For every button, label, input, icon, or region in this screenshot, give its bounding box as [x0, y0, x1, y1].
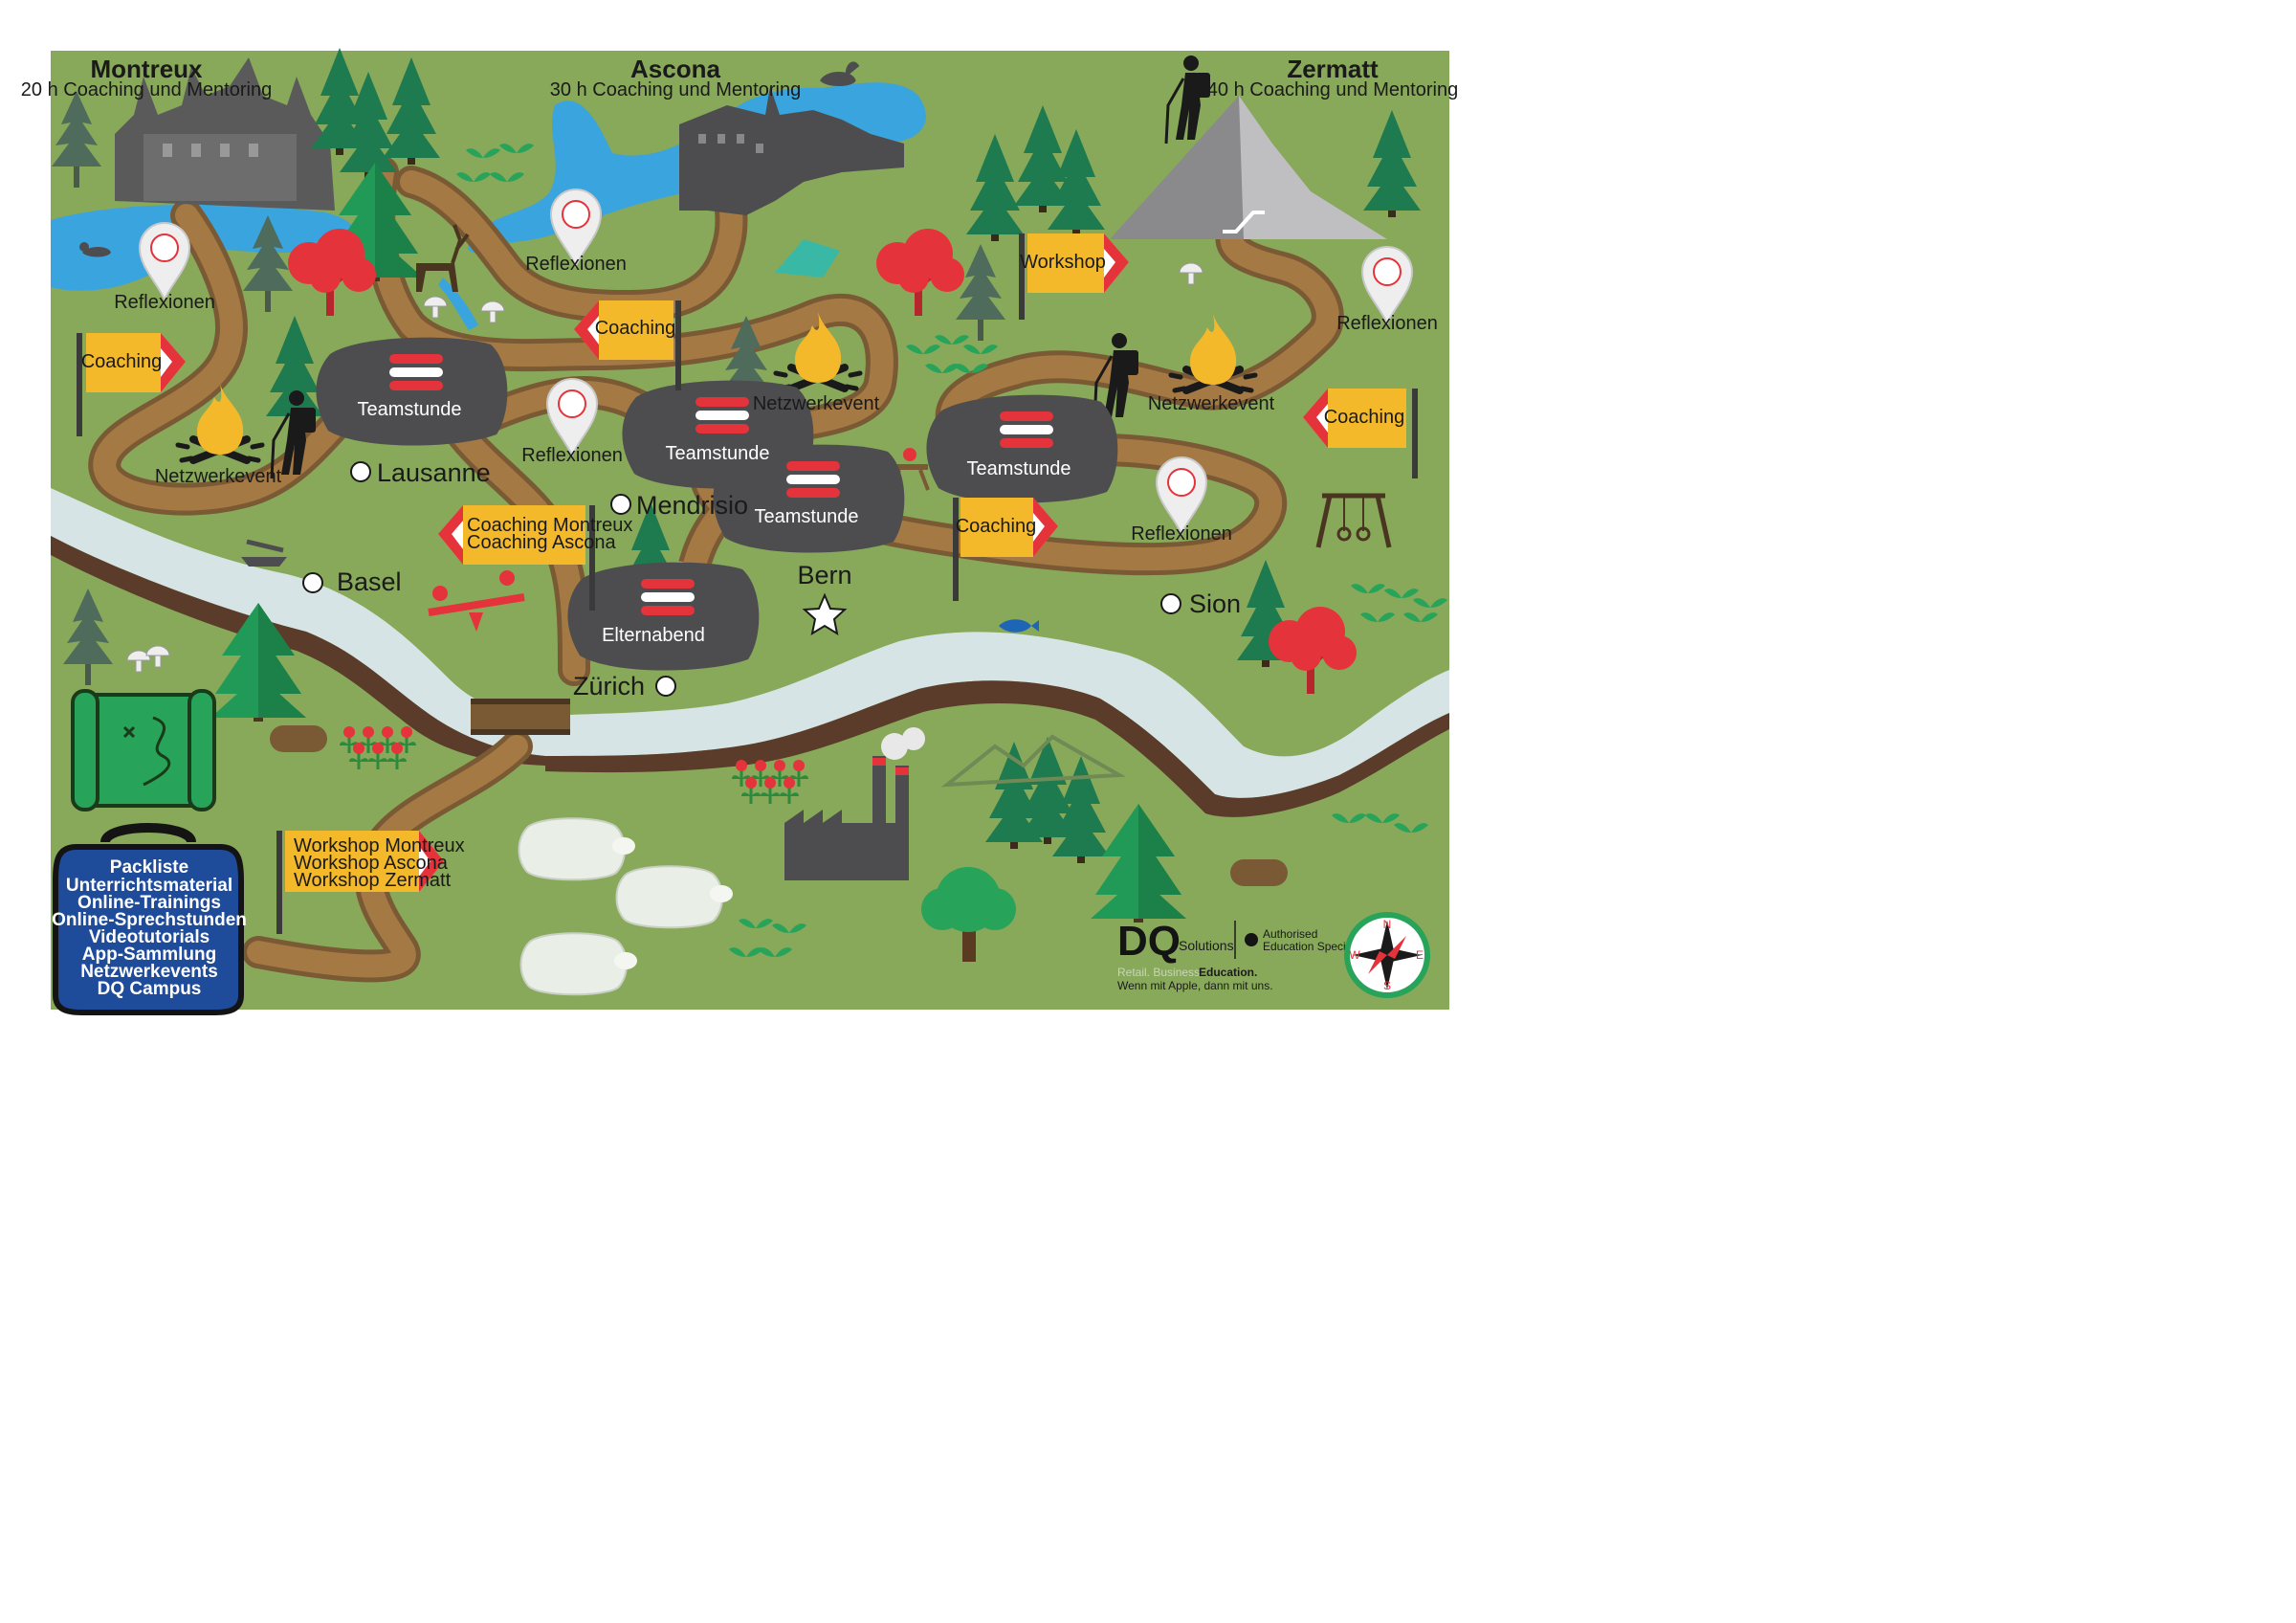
montreux-castle	[115, 57, 335, 211]
packliste-title: Packliste	[110, 857, 188, 878]
region-hours-ascona: 30 h Coaching und Mentoring	[550, 79, 801, 100]
region-hours-zermatt: 40 h Coaching und Mentoring	[1207, 79, 1458, 100]
stone-teamstunde	[926, 394, 1118, 503]
duck-icon	[79, 242, 111, 257]
pin-label: Reflexionen	[1131, 523, 1232, 545]
stream	[438, 278, 478, 330]
brand-authorised: Authorised	[1263, 927, 1317, 941]
deer-icon	[416, 224, 470, 292]
region-title-zermatt: Zermatt	[1287, 55, 1379, 83]
packliste-backpack	[53, 823, 244, 1015]
sign-label: Workshop Montreux	[294, 835, 465, 856]
matterhorn-mountain	[1110, 96, 1387, 239]
mountains-sunrise-icon	[940, 734, 1126, 788]
sign-label: Workshop	[1020, 252, 1106, 273]
stone-elternabend	[567, 562, 760, 671]
stone-label: Teamstunde	[666, 443, 770, 464]
ascona-town	[679, 86, 904, 215]
packliste-item: Unterrichtsmaterial	[66, 876, 232, 896]
sign-coaching	[953, 498, 1058, 601]
region-title-montreux: Montreux	[91, 55, 204, 83]
compass-north: N	[1383, 918, 1392, 931]
city-label-lausanne: Lausanne	[377, 458, 491, 487]
brand-slogan: Wenn mit Apple, dann mit uns.	[1117, 979, 1273, 992]
brand-slogan: Education.	[1199, 966, 1257, 979]
packliste-item: Online-Sprechstunden	[52, 910, 247, 930]
fish-icon	[999, 619, 1039, 633]
city-label-bern: Bern	[797, 561, 851, 589]
city-label-zurich: Zürich	[573, 672, 645, 700]
city-markers	[302, 461, 1181, 697]
seesaw-icon	[428, 570, 525, 632]
apple-logo-icon	[1245, 933, 1258, 946]
capital-star-icon	[802, 592, 848, 636]
river-bank-right	[545, 680, 1449, 817]
sign-label: Workshop Zermatt	[294, 870, 452, 891]
packliste-item: Videotutorials	[89, 927, 210, 947]
sign-coaching	[574, 300, 681, 390]
boat-icon	[241, 539, 287, 567]
bridge	[471, 699, 570, 735]
round-tree	[921, 867, 1016, 962]
sign-workshops	[276, 831, 444, 934]
packliste-item: Netzwerkevents	[80, 962, 218, 982]
stone-teamstunde	[316, 337, 508, 446]
pin-label: Reflexionen	[114, 292, 215, 313]
river-bank-left	[51, 536, 545, 766]
sign-label: Coaching Montreux	[467, 515, 632, 536]
sign-coaching	[1303, 389, 1418, 478]
sign-label: Coaching	[1324, 407, 1405, 428]
sign-label: Workshop Ascona	[294, 853, 449, 874]
compass-south: S	[1383, 979, 1391, 992]
compass-east: E	[1416, 948, 1424, 962]
stone-label: Teamstunde	[358, 399, 462, 420]
escalator-icon	[1223, 211, 1265, 233]
sign-label: Coaching	[81, 351, 163, 372]
sign-label: Coaching Ascona	[467, 532, 617, 553]
river	[51, 488, 1449, 798]
sign-label: Coaching	[956, 516, 1037, 537]
brand-logo: DQ	[1117, 918, 1181, 965]
brand-solutions: Solutions	[1179, 938, 1234, 953]
sign-coaching-montreux-ascona	[438, 505, 595, 611]
sign-coaching	[77, 333, 186, 436]
brand-authorised: Education Specialist	[1263, 940, 1367, 953]
swing-icon	[1315, 493, 1392, 548]
treasure-map-icon	[71, 689, 216, 812]
tent-icon	[775, 239, 840, 278]
stone-label: Teamstunde	[967, 458, 1071, 479]
compass-icon	[1344, 912, 1430, 998]
pin-label: Reflexionen	[1336, 313, 1438, 334]
sign-workshop	[1019, 233, 1129, 320]
city-label-sion: Sion	[1189, 589, 1241, 618]
event-label: Netzwerkevent	[753, 393, 880, 414]
pin-label: Reflexionen	[525, 254, 627, 275]
region-title-ascona: Ascona	[630, 55, 720, 83]
compass-west: W	[1349, 948, 1360, 962]
packliste-item: App-Sammlung	[82, 945, 216, 965]
swan-icon	[820, 61, 860, 86]
stone-label: Elternabend	[602, 625, 705, 646]
event-label: Netzwerkevent	[1148, 393, 1275, 414]
pin-label: Reflexionen	[521, 445, 623, 466]
factory-icon	[784, 727, 925, 880]
logs-icon	[270, 725, 1288, 886]
brand-slogan: Retail. Business.	[1117, 966, 1203, 979]
event-label: Netzwerkevent	[155, 466, 282, 487]
city-label-basel: Basel	[337, 567, 402, 596]
stone-label: Teamstunde	[755, 506, 859, 527]
sign-label: Coaching	[595, 318, 676, 339]
region-hours-montreux: 20 h Coaching und Mentoring	[21, 79, 272, 100]
packliste-item: DQ Campus	[98, 979, 202, 999]
city-label-mendrisio: Mendrisio	[636, 491, 748, 520]
packliste-item: Online-Trainings	[77, 893, 221, 913]
